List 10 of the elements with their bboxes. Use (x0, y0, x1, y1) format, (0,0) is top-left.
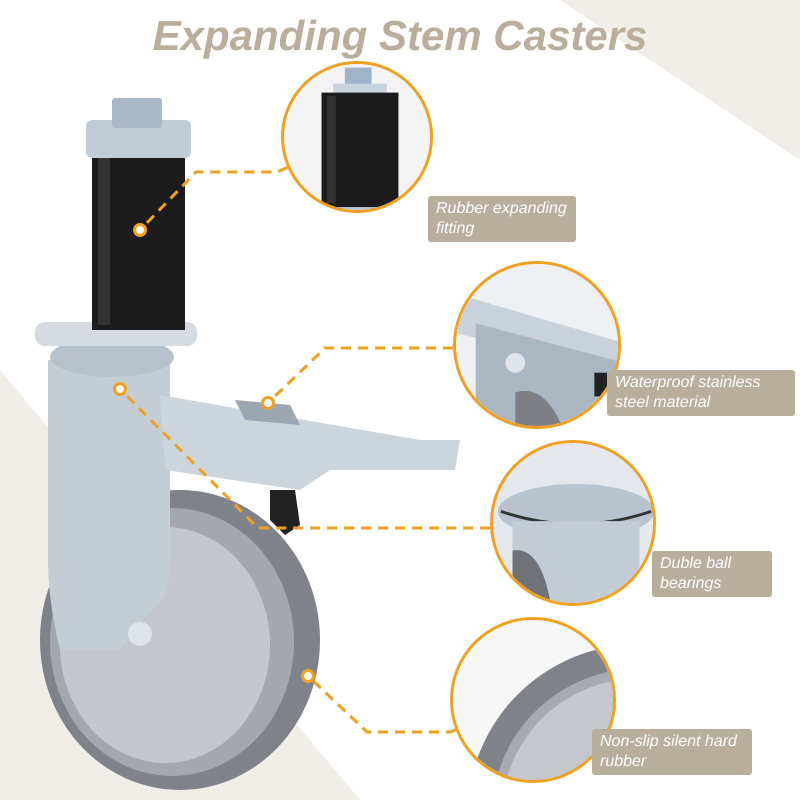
leader-line (124, 392, 492, 530)
feature-label: Rubber expanding fitting (428, 196, 576, 242)
leader-line (144, 166, 288, 226)
title: Expanding Stem Casters (152, 12, 648, 60)
feature-label: Waterproof stainless steel material (607, 370, 795, 416)
callout-dot (261, 396, 275, 410)
leader-line (312, 680, 456, 734)
feature-label: Duble ball bearings (652, 551, 772, 597)
feature-label: Non-slip silent hard rubber (592, 729, 752, 775)
leader-line (272, 346, 454, 400)
